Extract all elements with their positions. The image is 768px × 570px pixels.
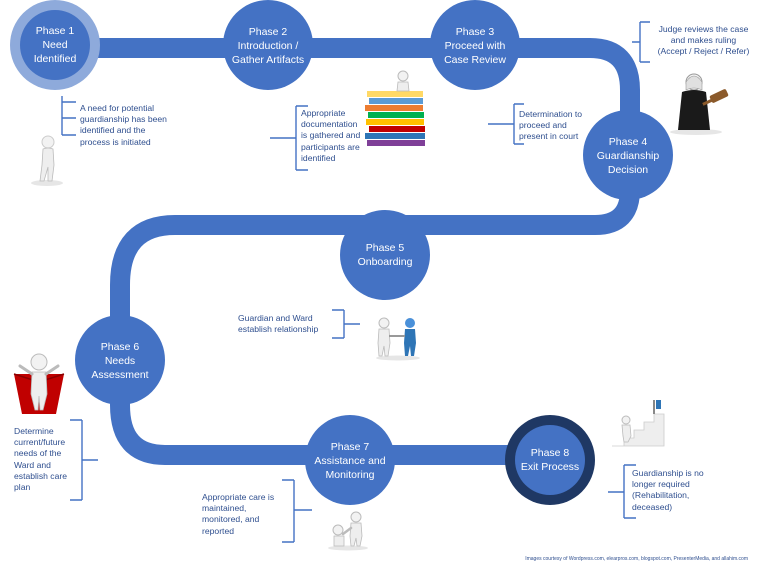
- phase-circles: [10, 0, 673, 505]
- phase-8-note: Guardianship is no longer required (Reha…: [632, 468, 704, 512]
- caped-figure-icon: [13, 353, 65, 414]
- phase-6-label: Phase 6 Needs Assessment: [75, 338, 165, 383]
- note-brackets: [61, 21, 650, 543]
- phase-7-line-3: Monitoring: [325, 468, 375, 481]
- phase-4-line-1: Phase 4: [608, 135, 648, 148]
- phase-5-label: Phase 5 Onboarding: [340, 240, 430, 270]
- phase-8-circle: [515, 425, 585, 495]
- phase-5-circle: [340, 210, 430, 300]
- helping-hand-icon: [328, 511, 368, 551]
- phase-2-circle: [223, 0, 313, 90]
- phase-7-note: Appropriate care is maintained, monitore…: [202, 492, 275, 536]
- phase-1-circle: [20, 10, 90, 80]
- note-bracket-2: [270, 105, 308, 171]
- phase-4-line-3: Decision: [607, 163, 649, 176]
- note-bracket-6: [70, 419, 98, 501]
- phase-4-note: Judge reviews the case and makes ruling …: [657, 24, 750, 57]
- phase-6-line-1: Phase 6: [100, 340, 140, 353]
- phase-6-line-3: Assessment: [91, 368, 149, 381]
- note-bracket-7: [282, 479, 312, 543]
- note-bracket-3: [488, 103, 524, 145]
- phase-1-line-2: Need: [42, 39, 68, 51]
- phase-3-note: Determination to proceed and present in …: [519, 109, 583, 142]
- phase-4-line-2: Guardianship: [596, 149, 660, 162]
- stair-climb-icon: [612, 400, 665, 447]
- phase-4-label: Phase 4 Guardianship Decision: [583, 133, 673, 178]
- phase-5-note: Guardian and Ward establish relationship: [238, 313, 319, 335]
- note-bracket-8: [608, 464, 636, 519]
- phase-8-label: Phase 8 Exit Process: [510, 445, 590, 475]
- phase-7-label: Phase 7 Assistance and Monitoring: [305, 438, 395, 483]
- phase-6-circle: [75, 315, 165, 405]
- phase-2-line-1: Phase 2: [248, 25, 288, 38]
- phase-3-circle: [430, 0, 520, 90]
- phase-7-circle: [305, 415, 395, 505]
- judge-gavel-icon: [670, 73, 729, 135]
- phase-4-circle: [583, 110, 673, 200]
- phase-2-label: Phase 2 Introduction / Gather Artifacts: [223, 23, 313, 68]
- phase-2-line-3: Gather Artifacts: [231, 53, 305, 66]
- phase-1-note: A need for potential guardianship has be…: [80, 103, 167, 147]
- phase-3-line-3: Case Review: [444, 53, 506, 66]
- phase-3-label: Phase 3 Proceed with Case Review: [430, 23, 520, 68]
- phase-1-line-1: Phase 1: [35, 25, 75, 37]
- phase-7-line-2: Assistance and: [314, 454, 386, 467]
- note-bracket-1: [61, 96, 76, 136]
- phase-6-note: Determine current/future needs of the Wa…: [14, 426, 68, 493]
- phase-5-line-1: Phase 5: [365, 242, 405, 254]
- phase-2-note: Appropriate documentation is gathered an…: [301, 108, 361, 163]
- process-track: [50, 38, 640, 465]
- note-bracket-4: [632, 21, 650, 63]
- thinking-person-icon: [31, 135, 63, 186]
- phase-8-line-2: Exit Process: [520, 461, 580, 473]
- phase-8-line-1: Phase 8: [530, 447, 570, 459]
- phase-6-line-2: Needs: [104, 354, 136, 367]
- phase-2-line-2: Introduction /: [237, 39, 299, 52]
- note-bracket-5: [332, 309, 360, 339]
- phase-3-line-2: Proceed with: [444, 39, 506, 52]
- phase-1-line-3: Identified: [33, 53, 77, 65]
- image-credit: Images courtesy of Wordpress.com, elearp…: [525, 556, 748, 562]
- phase-5-line-2: Onboarding: [357, 256, 413, 268]
- phase-7-line-1: Phase 7: [330, 440, 370, 453]
- stacked-files-icon: [365, 70, 425, 146]
- phase-1-label: Phase 1 Need Identified: [20, 20, 90, 70]
- handshake-icon: [376, 317, 420, 361]
- phase-3-line-1: Phase 3: [455, 25, 495, 38]
